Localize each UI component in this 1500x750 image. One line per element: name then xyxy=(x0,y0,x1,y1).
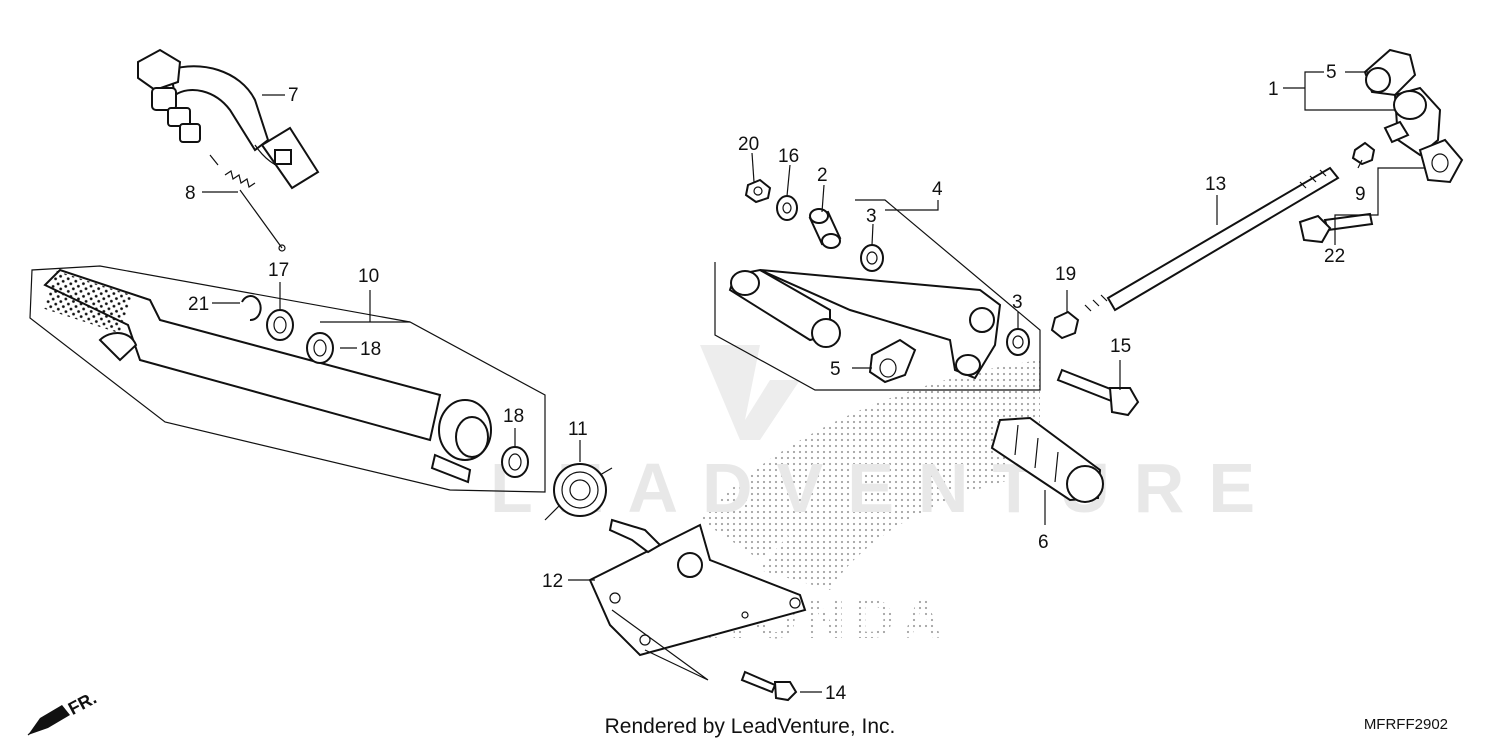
logo-watermark xyxy=(700,345,800,440)
part-22-bolt xyxy=(1298,212,1374,244)
part-15-bolt xyxy=(1056,368,1140,417)
callout-5a: 5 xyxy=(1326,62,1337,83)
callout-20: 20 xyxy=(738,134,759,155)
callout-5b: 5 xyxy=(830,359,841,380)
callout-18b: 18 xyxy=(503,406,524,427)
callout-6: 6 xyxy=(1038,532,1049,553)
callout-11: 11 xyxy=(568,419,588,440)
part-7-switch xyxy=(137,48,320,190)
callout-12: 12 xyxy=(542,571,563,592)
part-14-bolt xyxy=(740,670,798,702)
callouts: 1 5 9 13 22 19 15 6 20 16 2 3 4 3 5 7 8 … xyxy=(185,62,1366,704)
callout-13: 13 xyxy=(1205,174,1226,195)
callout-10: 10 xyxy=(358,266,379,287)
callout-9: 9 xyxy=(1355,184,1366,205)
part-12-bracket xyxy=(588,518,807,681)
part-16-washer xyxy=(776,195,798,221)
part-3a-washer xyxy=(860,244,884,272)
diagram-code: MFRFF2902 xyxy=(1363,716,1448,733)
brand-watermark: HONDA LEADVENTURE xyxy=(490,345,1279,650)
callout-8: 8 xyxy=(185,183,196,204)
callout-22: 22 xyxy=(1324,246,1345,267)
part-19-nut xyxy=(1050,310,1080,340)
callout-14: 14 xyxy=(825,683,847,704)
callout-17: 17 xyxy=(268,260,289,281)
part-3b-washer xyxy=(1006,328,1030,356)
callout-7: 7 xyxy=(288,85,299,106)
leader-lines xyxy=(202,71,1425,693)
callout-1: 1 xyxy=(1268,79,1279,100)
part-21-clip xyxy=(241,295,262,322)
callout-4: 4 xyxy=(932,179,943,200)
callout-19: 19 xyxy=(1055,264,1076,285)
part-5b-joint xyxy=(868,338,917,384)
part-17-washer xyxy=(266,309,294,341)
footer-credit: Rendered by LeadVenture, Inc. xyxy=(604,715,896,738)
part-13-tie-rod xyxy=(1084,166,1340,312)
callout-3a: 3 xyxy=(866,206,877,227)
part-6-footpeg-rubber xyxy=(990,416,1104,503)
watermark-text: LEADVENTURE xyxy=(490,449,1279,527)
callout-18a: 18 xyxy=(360,339,381,360)
part-8-spring xyxy=(209,154,286,252)
callout-2: 2 xyxy=(817,165,828,186)
callout-21: 21 xyxy=(188,294,209,315)
part-4-link-arm xyxy=(714,199,1041,391)
part-1-joint-assembly xyxy=(1363,48,1464,184)
part-9-nut xyxy=(1351,141,1376,166)
callout-16: 16 xyxy=(778,146,799,167)
part-18b-washer xyxy=(501,446,529,478)
part-11-return-spring xyxy=(544,463,613,521)
part-20-nut xyxy=(744,178,772,204)
wing-watermark xyxy=(700,360,1040,590)
callout-3b: 3 xyxy=(1012,292,1023,313)
part-10-pedal xyxy=(29,265,546,493)
callout-15: 15 xyxy=(1110,336,1131,357)
part-18a-washer xyxy=(306,332,334,364)
part-2-collar xyxy=(808,208,842,249)
arrow-icon xyxy=(28,705,70,735)
